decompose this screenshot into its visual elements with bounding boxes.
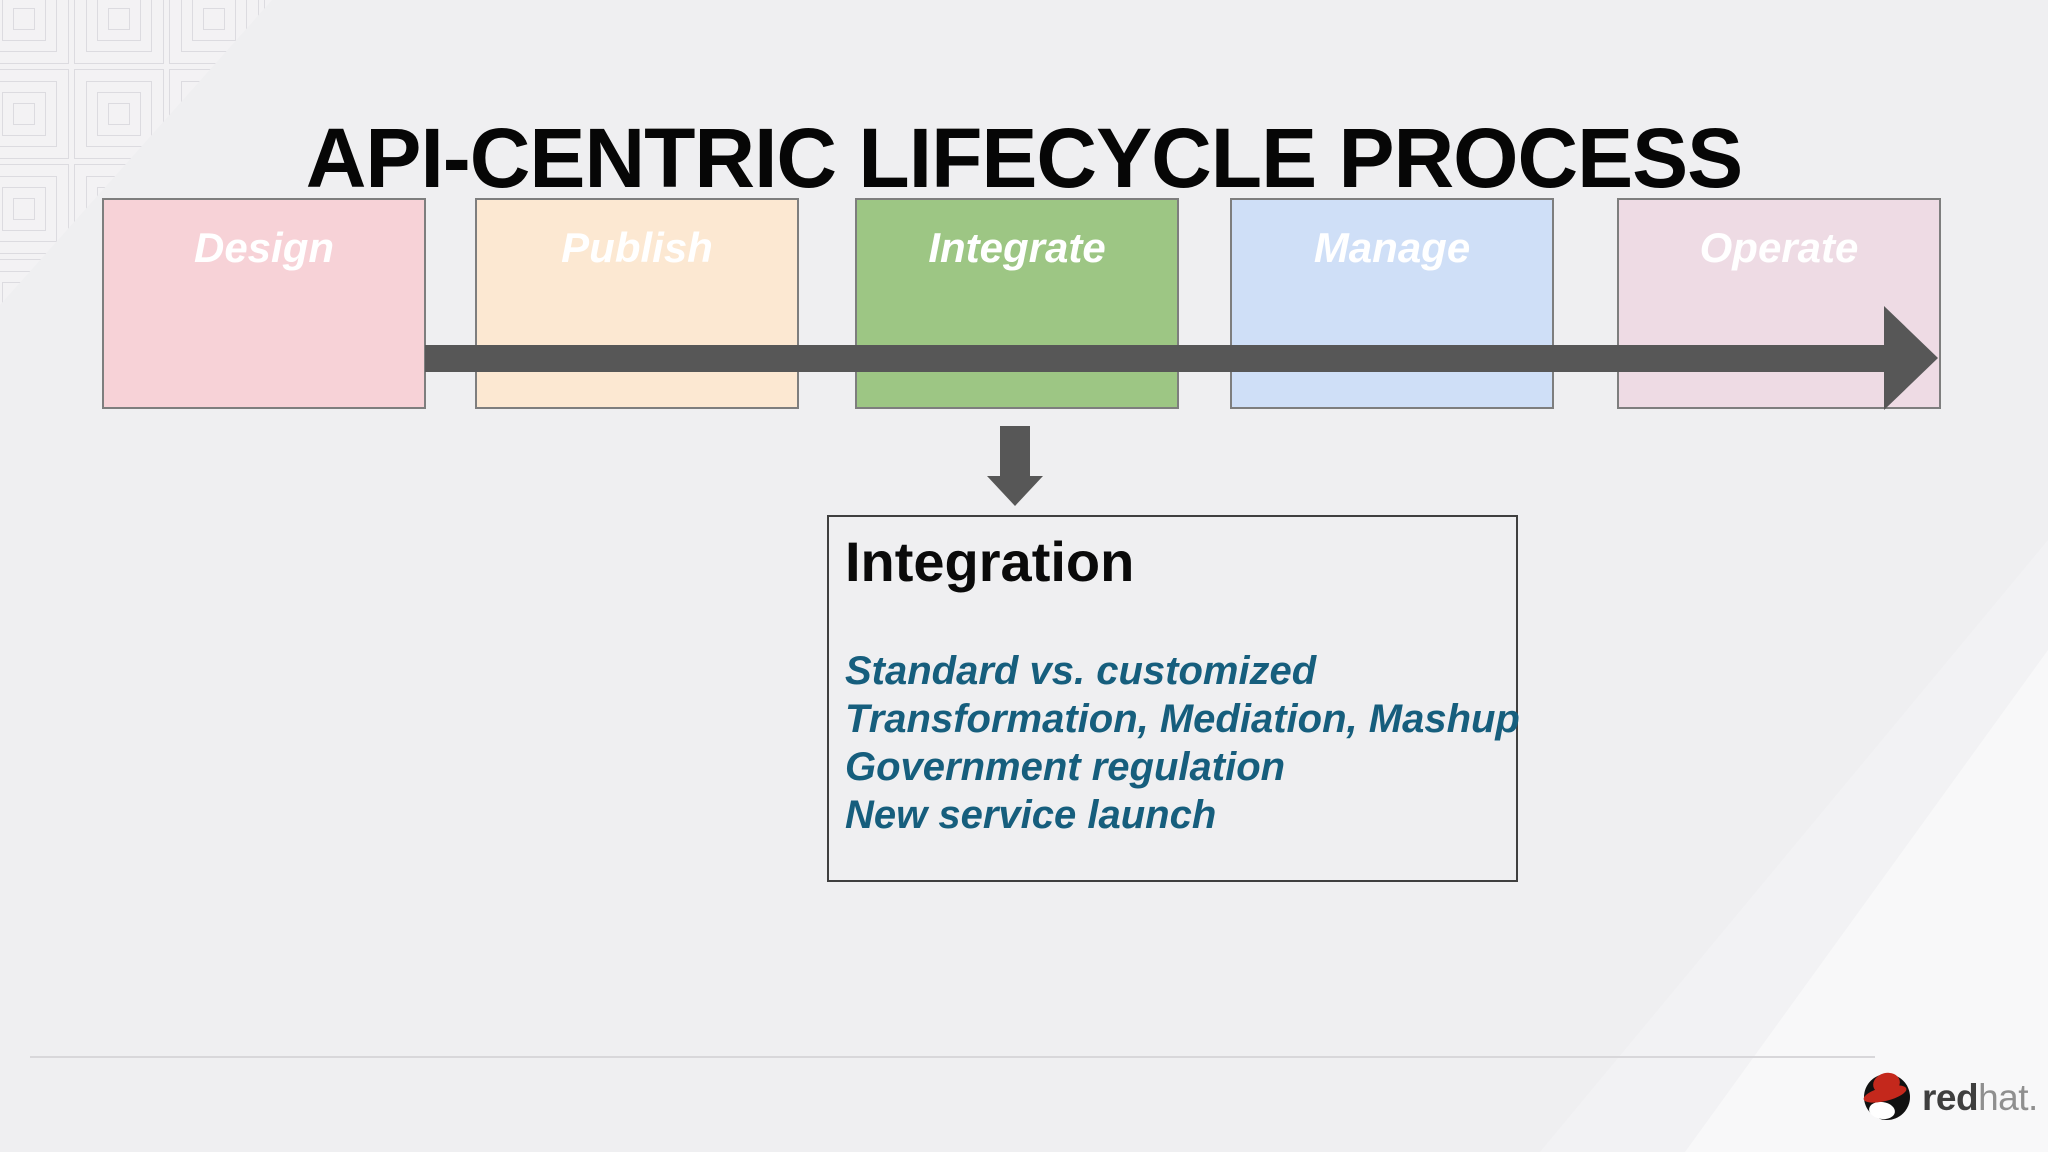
- pattern-square: [96, 0, 141, 41]
- pattern-square: [0, 163, 69, 254]
- detail-list: Standard vs. customized Transformation, …: [845, 647, 1520, 839]
- pattern-square: [0, 270, 57, 305]
- pattern-square: [12, 292, 35, 305]
- stage-box-integrate: Integrate: [855, 198, 1179, 409]
- pattern-square: [12, 102, 35, 125]
- pattern-square: [180, 0, 247, 52]
- pattern-square: [85, 0, 152, 52]
- stage-label: Publish: [561, 224, 713, 271]
- redhat-wordmark-red: red: [1922, 1077, 1979, 1118]
- redhat-logo: redhat.: [1861, 1070, 2038, 1126]
- pattern-square: [96, 91, 141, 136]
- detail-list-item: Transformation, Mediation, Mashup: [845, 697, 1520, 742]
- pattern-cell: [260, 0, 342, 65]
- pattern-cell: [165, 0, 260, 65]
- pattern-cell: [0, 65, 70, 160]
- detail-panel-heading: Integration: [845, 530, 1135, 593]
- detail-list-item: Government regulation: [845, 745, 1286, 790]
- redhat-wordmark-hat: hat.: [1978, 1077, 2038, 1118]
- footer-divider: [30, 1056, 1875, 1058]
- detail-list-item: New service launch: [845, 793, 1217, 838]
- pattern-square: [107, 102, 130, 125]
- pattern-square: [276, 0, 342, 52]
- pattern-square: [0, 175, 57, 242]
- pattern-square: [0, 0, 69, 64]
- detail-list-item: Standard vs. customized: [845, 649, 1317, 694]
- pattern-square: [1, 281, 46, 305]
- pattern-square: [0, 68, 69, 159]
- pattern-square: [73, 68, 164, 159]
- pattern-square: [1, 0, 46, 41]
- stage-label: Design: [193, 224, 335, 271]
- pattern-square: [298, 8, 320, 30]
- stage-box-design: Design: [102, 198, 426, 409]
- pattern-cell: [70, 0, 165, 65]
- pattern-square: [202, 7, 225, 30]
- pattern-square: [0, 0, 57, 52]
- integration-detail-panel: Integration Standard vs. customized Tran…: [827, 515, 1520, 882]
- pattern-square: [85, 80, 152, 147]
- pattern-square: [263, 0, 272, 64]
- down-arrow-icon: [987, 476, 1043, 506]
- flow-arrow-head-icon: [1884, 306, 1938, 410]
- flow-arrow-body: [425, 345, 1884, 372]
- pattern-square: [73, 0, 164, 64]
- pattern-cell: [0, 255, 70, 305]
- stage-box-publish: Publish: [475, 198, 799, 409]
- redhat-shadowman-icon: [1861, 1070, 1912, 1126]
- pattern-square: [191, 0, 236, 41]
- stage-label: Operate: [1699, 224, 1859, 271]
- stage-box-manage: Manage: [1230, 198, 1554, 409]
- pattern-square: [0, 80, 57, 147]
- pattern-square: [1, 91, 46, 136]
- pattern-square: [12, 7, 35, 30]
- stage-label: Integrate: [928, 224, 1106, 271]
- redhat-wordmark: redhat.: [1922, 1077, 2038, 1119]
- pattern-cell: [0, 160, 70, 255]
- down-arrow-stem: [1000, 426, 1030, 476]
- pattern-square: [107, 7, 130, 30]
- pattern-square: [287, 0, 331, 41]
- pattern-square: [12, 197, 35, 220]
- pattern-cell: [0, 0, 70, 65]
- pattern-cell: [70, 65, 165, 160]
- slide-title: API-CENTRIC LIFECYCLE PROCESS: [305, 111, 1743, 206]
- pattern-square: [1, 186, 46, 231]
- stage-label: Manage: [1313, 224, 1471, 271]
